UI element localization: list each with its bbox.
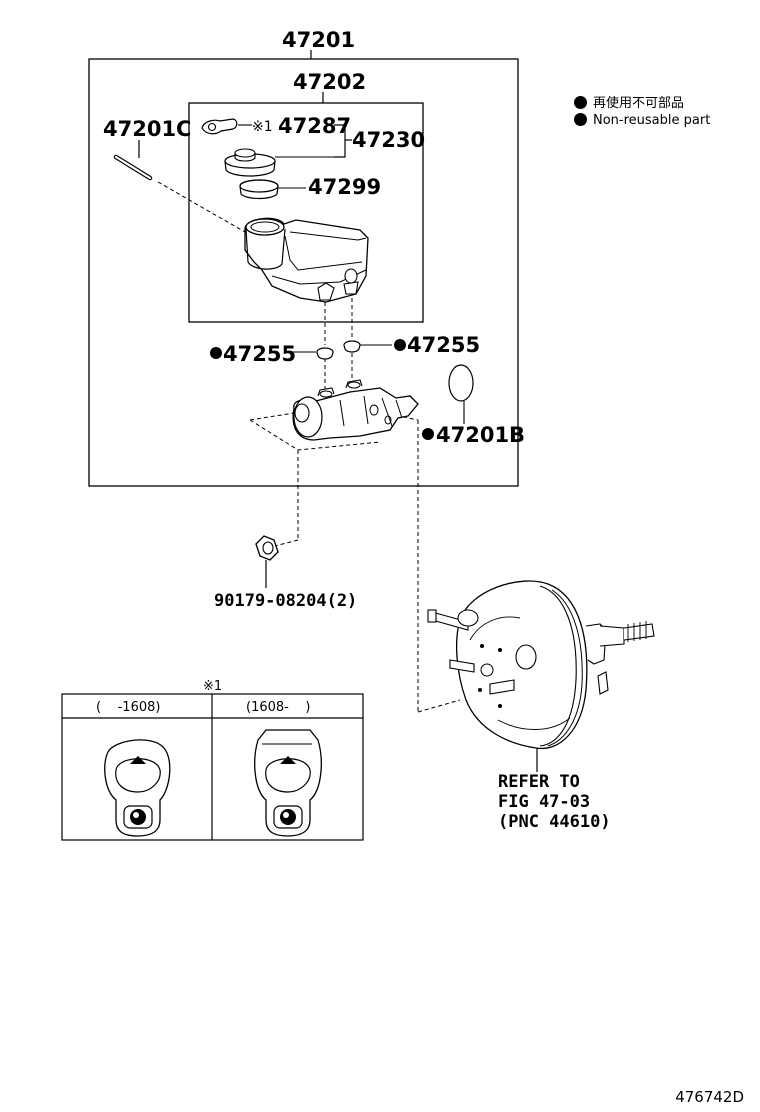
filled-dot-icon: [574, 96, 587, 109]
label-grommet-right: 47255: [407, 333, 480, 357]
non-reusable-dot-icon: [422, 428, 434, 440]
label-strainer: 47299: [308, 175, 381, 199]
cap-plate-new-icon: [254, 729, 322, 837]
legend-en: Non-reusable part: [574, 113, 710, 128]
reservoir-box: [188, 102, 424, 323]
legend-jp-text: 再使用不可部品: [593, 96, 685, 111]
pin-part: [113, 140, 246, 233]
label-cap: 47287: [278, 114, 351, 138]
inset-col-left: ( -1608): [96, 700, 160, 715]
label-assembly: 47201: [282, 28, 355, 52]
label-cap-set: 47230: [352, 128, 425, 152]
legend-jp: 再使用不可部品: [574, 92, 684, 111]
cap-plate-old-icon: [104, 739, 171, 837]
non-reusable-dot-icon: [210, 347, 222, 359]
inset-table: [61, 693, 364, 841]
oring-part: [448, 364, 474, 424]
label-grommet-left: 47255: [223, 342, 296, 366]
figure-id: 476742D: [675, 1088, 744, 1106]
cap-plate-part: [201, 118, 252, 135]
master-cylinder-part: [249, 379, 419, 451]
label-refer-2: FIG 47-03: [498, 792, 590, 812]
inset-col-right: (1608- ): [246, 700, 310, 715]
nut-part: [255, 535, 279, 588]
label-pin: 47201C: [103, 117, 191, 141]
filled-dot-icon: [574, 113, 587, 126]
strainer-part: [239, 179, 306, 200]
brake-booster-part: [427, 580, 655, 772]
label-oring: 47201B: [436, 423, 525, 447]
label-refer-3: (PNC 44610): [498, 812, 611, 832]
label-cap-mark: ※1: [252, 119, 273, 135]
reservoir-cap-part: [224, 148, 340, 177]
label-refer-1: REFER TO: [498, 772, 580, 792]
label-reservoir-assy: 47202: [293, 70, 366, 94]
grommet-right-part: [343, 340, 392, 353]
grommet-left-part: [288, 347, 334, 360]
inset-title: ※1: [203, 679, 222, 694]
reservoir-tank-part: [244, 217, 369, 303]
legend-en-text: Non-reusable part: [593, 113, 711, 128]
label-nut: 90179-08204(2): [214, 591, 357, 611]
non-reusable-dot-icon: [394, 339, 406, 351]
assembly-box: [88, 58, 519, 487]
